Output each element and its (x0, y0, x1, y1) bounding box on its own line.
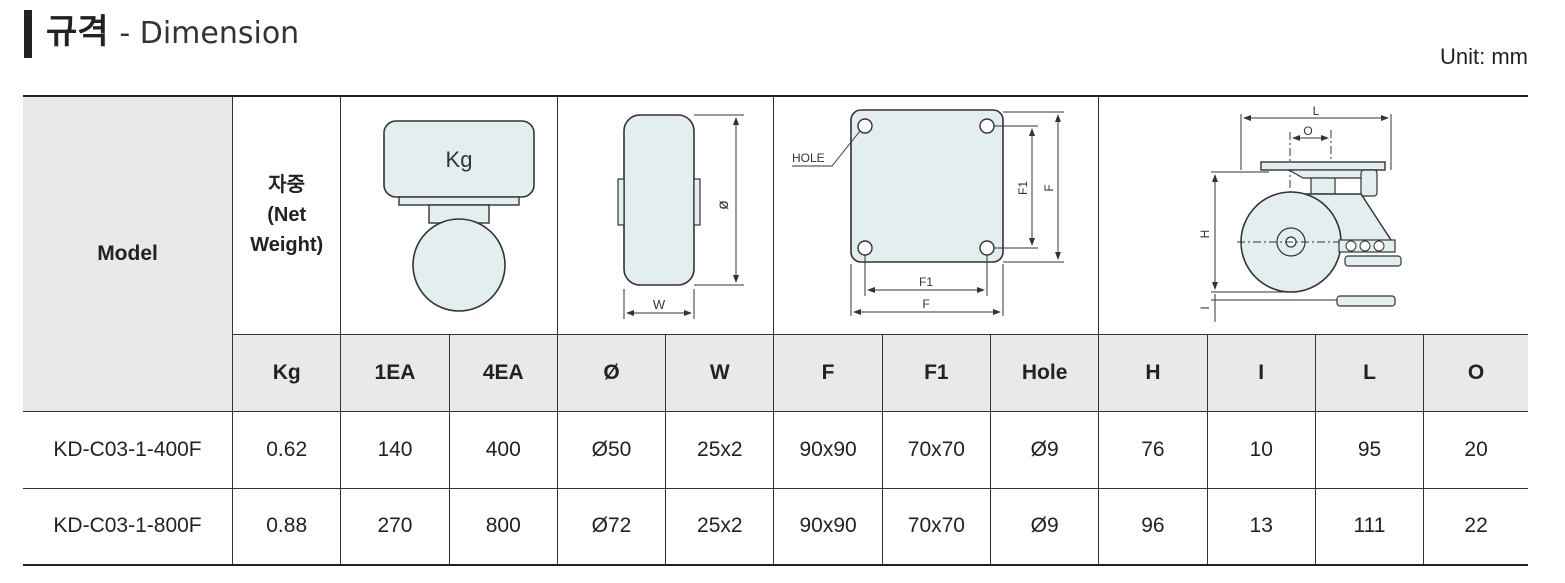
kg-label: Kg (446, 147, 473, 172)
data-cell: 90x90 (773, 410, 883, 489)
o-label: O (1304, 124, 1313, 138)
data-cell: Ø72 (556, 487, 667, 566)
data-cell: Ø50 (556, 410, 667, 489)
col-header-i: I (1206, 333, 1316, 412)
table-row: KD-C03-1-800F 0.88 270 800 Ø72 25x2 90x9… (23, 487, 1528, 566)
f1-vertical-label: F1 (1016, 181, 1030, 195)
data-cell: 70x70 (881, 410, 992, 489)
wheel-diagram: ø W (617, 114, 744, 320)
data-cell: 13 (1206, 487, 1316, 566)
weight-header-cell: 자중 (Net Weight) (232, 95, 342, 335)
data-cell: 400 (448, 410, 558, 489)
data-cell: 111 (1314, 487, 1425, 566)
diagram-row: Model 자중 (Net Weight) Kg (23, 95, 1528, 412)
data-cell: 10 (1206, 410, 1316, 489)
col-header-l: L (1314, 333, 1425, 412)
unit-label: Unit: mm (1440, 44, 1528, 69)
data-cell: 96 (1098, 487, 1208, 566)
i-label: I (1198, 307, 1212, 310)
data-cell: 22 (1423, 487, 1528, 566)
data-cell: 25x2 (665, 487, 775, 566)
data-cell: 25x2 (665, 410, 775, 489)
table-row: KD-C03-1-400F 0.62 140 400 Ø50 25x2 90x9… (23, 410, 1528, 489)
data-cell: 800 (448, 487, 558, 566)
data-cell: 76 (1098, 410, 1208, 489)
dimension-table: Model 자중 (Net Weight) Kg (23, 95, 1528, 566)
data-cell: 95 (1314, 410, 1425, 489)
f-horizontal-label: F (923, 297, 930, 311)
col-header-diameter: Ø (556, 333, 667, 412)
data-cell: 140 (340, 410, 450, 489)
page-title: 규격 - Dimension (46, 8, 299, 58)
data-cell: Ø9 (990, 487, 1100, 566)
side-diagram-cell: L O (1098, 95, 1528, 335)
page-title-english: - Dimension (119, 16, 300, 51)
data-cell: 0.62 (232, 410, 342, 489)
caster-side-diagram: L O (1198, 104, 1402, 323)
model-header: Model (23, 95, 234, 412)
caster-load-diagram: Kg (383, 120, 535, 313)
col-header-h: H (1098, 333, 1208, 412)
col-header-kg: Kg (232, 333, 342, 412)
model-cell: KD-C03-1-800F (23, 487, 234, 566)
l-label: L (1313, 104, 1320, 118)
w-label: W (653, 297, 666, 312)
col-header-1ea: 1EA (340, 333, 450, 412)
data-cell: Ø9 (990, 410, 1100, 489)
col-header-o: O (1423, 333, 1528, 412)
data-cell: 0.88 (232, 487, 342, 566)
data-cell: 270 (340, 487, 450, 566)
column-header-row: Kg 1EA 4EA Ø W F F1 Hole H I L O (23, 333, 1528, 412)
plate-diagram-cell: HOLE F1 F F1 (773, 95, 1100, 335)
col-header-4ea: 4EA (448, 333, 558, 412)
top-plate-diagram: HOLE F1 F F1 (792, 109, 1065, 317)
load-diagram-cell: Kg (340, 95, 558, 335)
phi-label: ø (715, 200, 732, 210)
col-header-hole: Hole (990, 333, 1100, 412)
title-accent-bar (24, 10, 32, 58)
data-cell: 70x70 (881, 487, 992, 566)
col-header-f: F (773, 333, 883, 412)
col-header-f1: F1 (881, 333, 992, 412)
page-title-korean: 규격 (46, 12, 109, 52)
model-cell: KD-C03-1-400F (23, 410, 234, 489)
f1-horizontal-label: F1 (919, 275, 933, 289)
col-header-w: W (665, 333, 775, 412)
h-label: H (1198, 230, 1212, 239)
f-vertical-label: F (1042, 185, 1056, 192)
hole-label: HOLE (792, 151, 825, 165)
wheel-diagram-cell: ø W (556, 95, 775, 335)
weight-header: 자중 (Net Weight) (250, 174, 324, 257)
data-cell: 90x90 (773, 487, 883, 566)
data-cell: 20 (1423, 410, 1528, 489)
